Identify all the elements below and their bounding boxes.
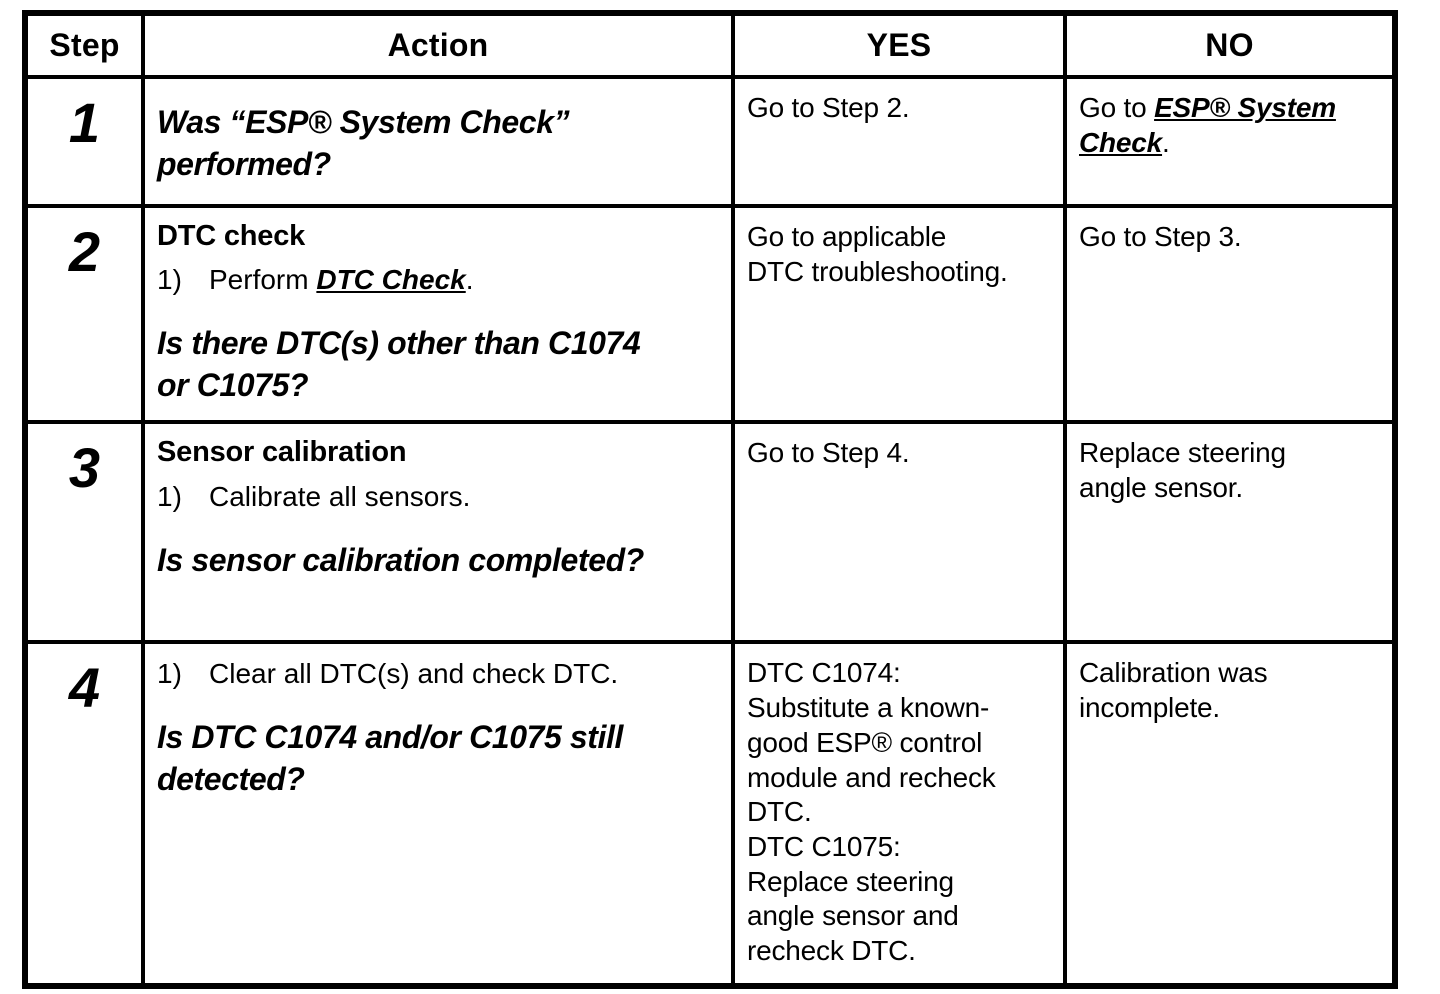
esp-system-check-link[interactable]: ESP® System Check xyxy=(1079,92,1336,158)
yes-text: Go to applicable DTC troubleshooting. xyxy=(747,221,1008,287)
no-text-prefix: Go to xyxy=(1079,92,1155,123)
yes-text: Go to Step 2. xyxy=(747,92,910,123)
item-text-suffix: . xyxy=(465,264,474,296)
list-item-text: Calibrate all sensors. xyxy=(209,480,471,512)
step-number: 4 xyxy=(68,656,101,720)
step-number-cell: 1 xyxy=(23,75,145,208)
action-step-item: 1) Clear all DTC(s) and check DTC. xyxy=(157,656,717,691)
dtc-check-link[interactable]: DTC Check xyxy=(316,264,466,296)
list-item-number: 1) xyxy=(157,264,182,296)
table-row-step-3: 3 Sensor calibration 1) Calibrate all sen… xyxy=(23,420,1397,645)
step-number: 2 xyxy=(68,220,101,283)
no-text: Replace steering angle sensor. xyxy=(1079,437,1286,504)
step-number-cell: 2 xyxy=(23,203,145,425)
no-cell: Go to ESP® System Check. xyxy=(1063,75,1397,208)
yes-paragraph: DTC C1074: Substitute a known-good ESP® … xyxy=(747,657,996,828)
action-question: Was “ESP® System Check” performed? xyxy=(157,104,570,182)
action-title: DTC check xyxy=(157,220,306,252)
yes-text: Go to Step 4. xyxy=(747,437,910,469)
table-row-step-1: 1 Was “ESP® System Check” performed? Go … xyxy=(23,75,1397,208)
no-cell: Calibration was incomplete. xyxy=(1063,640,1397,989)
action-question: Is DTC C1074 and/or C1075 still detected… xyxy=(157,719,624,798)
list-item-text: Clear all DTC(s) and check DTC. xyxy=(209,658,619,690)
list-item-number: 1) xyxy=(157,480,182,512)
no-text: Calibration was incomplete. xyxy=(1079,657,1268,724)
no-text-suffix: . xyxy=(1162,126,1170,158)
yes-cell: Go to applicable DTC troubleshooting. xyxy=(731,203,1067,425)
action-cell: 1) Clear all DTC(s) and check DTC. Is DTC… xyxy=(141,640,735,989)
header-yes: YES xyxy=(731,11,1067,79)
item-text-prefix: Perform xyxy=(209,264,317,296)
yes-paragraph: DTC C1075: Replace steering angle sensor… xyxy=(747,831,959,967)
header-no: NO xyxy=(1063,11,1397,79)
no-text: Go to Step 3. xyxy=(1079,221,1242,252)
no-text: Go to ESP® System Check. xyxy=(1079,91,1341,160)
no-cell: Replace steering angle sensor. xyxy=(1063,420,1397,645)
action-cell: Sensor calibration 1) Calibrate all senso… xyxy=(141,420,735,645)
table-row-step-4: 4 1) Clear all DTC(s) and check DTC. Is D… xyxy=(23,640,1397,989)
action-step-item: 1) Perform DTC Check. xyxy=(157,262,717,297)
action-question: Is sensor calibration completed? xyxy=(157,541,644,578)
yes-cell: Go to Step 4. xyxy=(731,420,1067,645)
table-row-step-2: 2 DTC check 1) Perform DTC Check. Is ther… xyxy=(23,203,1397,425)
header-action: Action xyxy=(141,11,735,79)
yes-cell: Go to Step 2. xyxy=(731,75,1067,208)
header-row: Step Action YES NO xyxy=(23,11,1397,79)
step-number-cell: 3 xyxy=(23,420,145,645)
step-number: 1 xyxy=(68,91,101,154)
action-cell: Was “ESP® System Check” performed? xyxy=(141,75,735,208)
action-question: Is there DTC(s) other than C1074 or C107… xyxy=(157,325,641,403)
header-step: Step xyxy=(23,11,145,79)
troubleshooting-table: Step Action YES NO 1 Was “ESP® System Ch… xyxy=(22,10,1398,990)
no-cell: Go to Step 3. xyxy=(1063,203,1397,425)
list-item-text: Perform DTC Check. xyxy=(209,262,717,297)
action-cell: DTC check 1) Perform DTC Check. Is there … xyxy=(141,203,735,425)
list-item-number: 1) xyxy=(157,658,182,690)
action-step-item: 1) Calibrate all sensors. xyxy=(157,479,717,514)
step-number: 3 xyxy=(68,436,101,500)
step-number-cell: 4 xyxy=(23,640,145,989)
yes-cell: DTC C1074: Substitute a known-good ESP® … xyxy=(731,640,1067,989)
action-title: Sensor calibration xyxy=(157,436,407,469)
